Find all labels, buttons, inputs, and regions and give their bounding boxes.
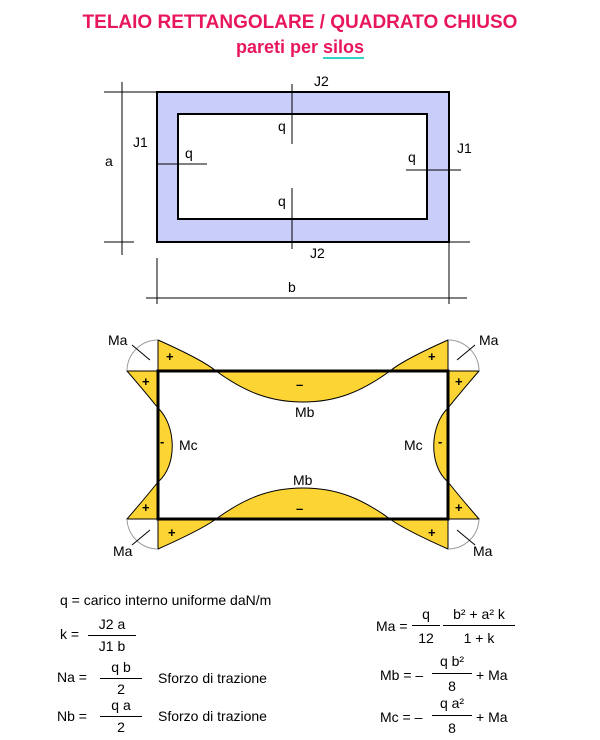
sign-plus-bottom-right: + xyxy=(428,525,436,540)
label-q-left: q xyxy=(185,145,193,161)
na-fraction-bar xyxy=(100,678,142,679)
sign-plus-top-right: + xyxy=(428,349,436,364)
label-ma-bottom-left: Ma xyxy=(113,543,133,559)
nb-lhs: Nb = xyxy=(57,708,87,724)
ma-numerator-2: b² + a² k xyxy=(453,606,505,622)
moment-area-right-top-positive xyxy=(447,370,481,410)
mb-tail: + Ma xyxy=(476,667,508,683)
ma-lhs: Ma = xyxy=(376,618,408,634)
ma-numerator-1: q xyxy=(422,606,430,622)
moment-area-right-bottom-positive xyxy=(447,480,481,520)
corner-arc-top-right xyxy=(447,339,480,372)
subtitle-prefix: pareti per xyxy=(235,37,323,57)
moment-area-bottom-negative xyxy=(214,487,392,520)
k-numerator: J2 a xyxy=(98,616,126,632)
label-mb-top: Mb xyxy=(295,404,315,420)
ma-denominator-2: 1 + k xyxy=(463,630,495,646)
nb-fraction-bar xyxy=(100,716,142,717)
nb-description: Sforzo di trazione xyxy=(158,708,267,724)
na-numerator: q b xyxy=(111,659,131,675)
sign-plus-right-top: + xyxy=(455,374,463,389)
moment-area-top-right-positive xyxy=(388,339,449,372)
moment-area-top-negative xyxy=(214,370,392,403)
mb-denominator: 8 xyxy=(448,678,456,694)
k-lhs: k = xyxy=(60,626,80,642)
label-mc-right: Mc xyxy=(404,437,423,453)
nb-denominator: 2 xyxy=(117,719,125,735)
label-q-bottom: q xyxy=(278,193,286,209)
ma-denominator-1: 12 xyxy=(418,630,434,646)
label-j1-left: J1 xyxy=(133,134,148,150)
sign-plus-top-left: + xyxy=(166,349,174,364)
label-q-top: q xyxy=(278,118,286,134)
ma-fraction-bar-1 xyxy=(412,625,440,626)
mc-tail: + Ma xyxy=(476,709,508,725)
k-fraction-bar xyxy=(88,635,136,636)
sign-plus-left-top: + xyxy=(142,374,150,389)
leader-ma-br xyxy=(456,529,476,546)
sign-minus-bottom: – xyxy=(296,501,303,516)
moment-frame-axis xyxy=(156,369,450,521)
subtitle-silos-link[interactable]: silos xyxy=(323,37,365,59)
label-ma-top-right: Ma xyxy=(479,332,499,348)
label-mb-bottom: Mb xyxy=(293,472,313,488)
label-dimension-a: a xyxy=(105,153,113,169)
corner-arc-top-left xyxy=(126,339,159,372)
sign-minus-right: - xyxy=(438,434,442,449)
sign-plus-bottom-left: + xyxy=(168,525,176,540)
k-denominator: J1 b xyxy=(98,638,126,654)
moment-area-bottom-left-positive xyxy=(157,518,218,550)
moment-diagram xyxy=(125,339,481,550)
mc-lhs: Mc = – xyxy=(380,709,423,725)
mc-denominator: 8 xyxy=(448,720,456,736)
label-q-right: q xyxy=(408,149,416,165)
label-j2-bottom: J2 xyxy=(310,245,325,261)
sign-minus-top: – xyxy=(296,377,303,392)
label-ma-top-left: Ma xyxy=(108,332,128,348)
label-j2-top: J2 xyxy=(314,73,329,89)
na-denominator: 2 xyxy=(117,681,125,697)
page-subtitle: pareti per silos xyxy=(0,37,600,59)
na-description: Sforzo di trazione xyxy=(158,670,267,686)
leader-ma-tr xyxy=(456,344,476,361)
moment-labels: Ma Ma Ma Ma Mb Mb Mc Mc + + + + + + + + … xyxy=(108,332,499,559)
sign-plus-left-bottom: + xyxy=(142,500,150,515)
frame-wall xyxy=(156,91,450,243)
label-dimension-b: b xyxy=(288,279,296,295)
mc-numerator: q a² xyxy=(439,695,465,711)
corner-arc-bottom-left xyxy=(126,518,159,550)
label-mc-left: Mc xyxy=(179,437,198,453)
mb-lhs: Mb = – xyxy=(380,667,424,683)
leader-ma-tl xyxy=(131,344,151,361)
frame-diagram: J2 J2 J1 J1 q q q q a b xyxy=(104,73,472,304)
ma-fraction-bar-2 xyxy=(443,625,515,626)
sign-plus-right-bottom: + xyxy=(455,500,463,515)
mb-numerator: q b² xyxy=(439,653,465,669)
page-title: TELAIO RETTANGOLARE / QUADRATO CHIUSO xyxy=(82,12,518,33)
leader-ma-bl xyxy=(131,529,151,546)
label-ma-bottom-right: Ma xyxy=(473,543,493,559)
nb-numerator: q a xyxy=(111,697,131,713)
label-j1-right: J1 xyxy=(457,140,472,156)
mc-fraction-bar xyxy=(432,715,472,716)
na-lhs: Na = xyxy=(57,669,87,685)
moment-area-bottom-right-positive xyxy=(388,518,449,550)
mb-fraction-bar xyxy=(432,673,472,674)
sign-minus-left: - xyxy=(160,434,164,449)
q-definition: q = carico interno uniforme daN/m xyxy=(60,592,272,608)
